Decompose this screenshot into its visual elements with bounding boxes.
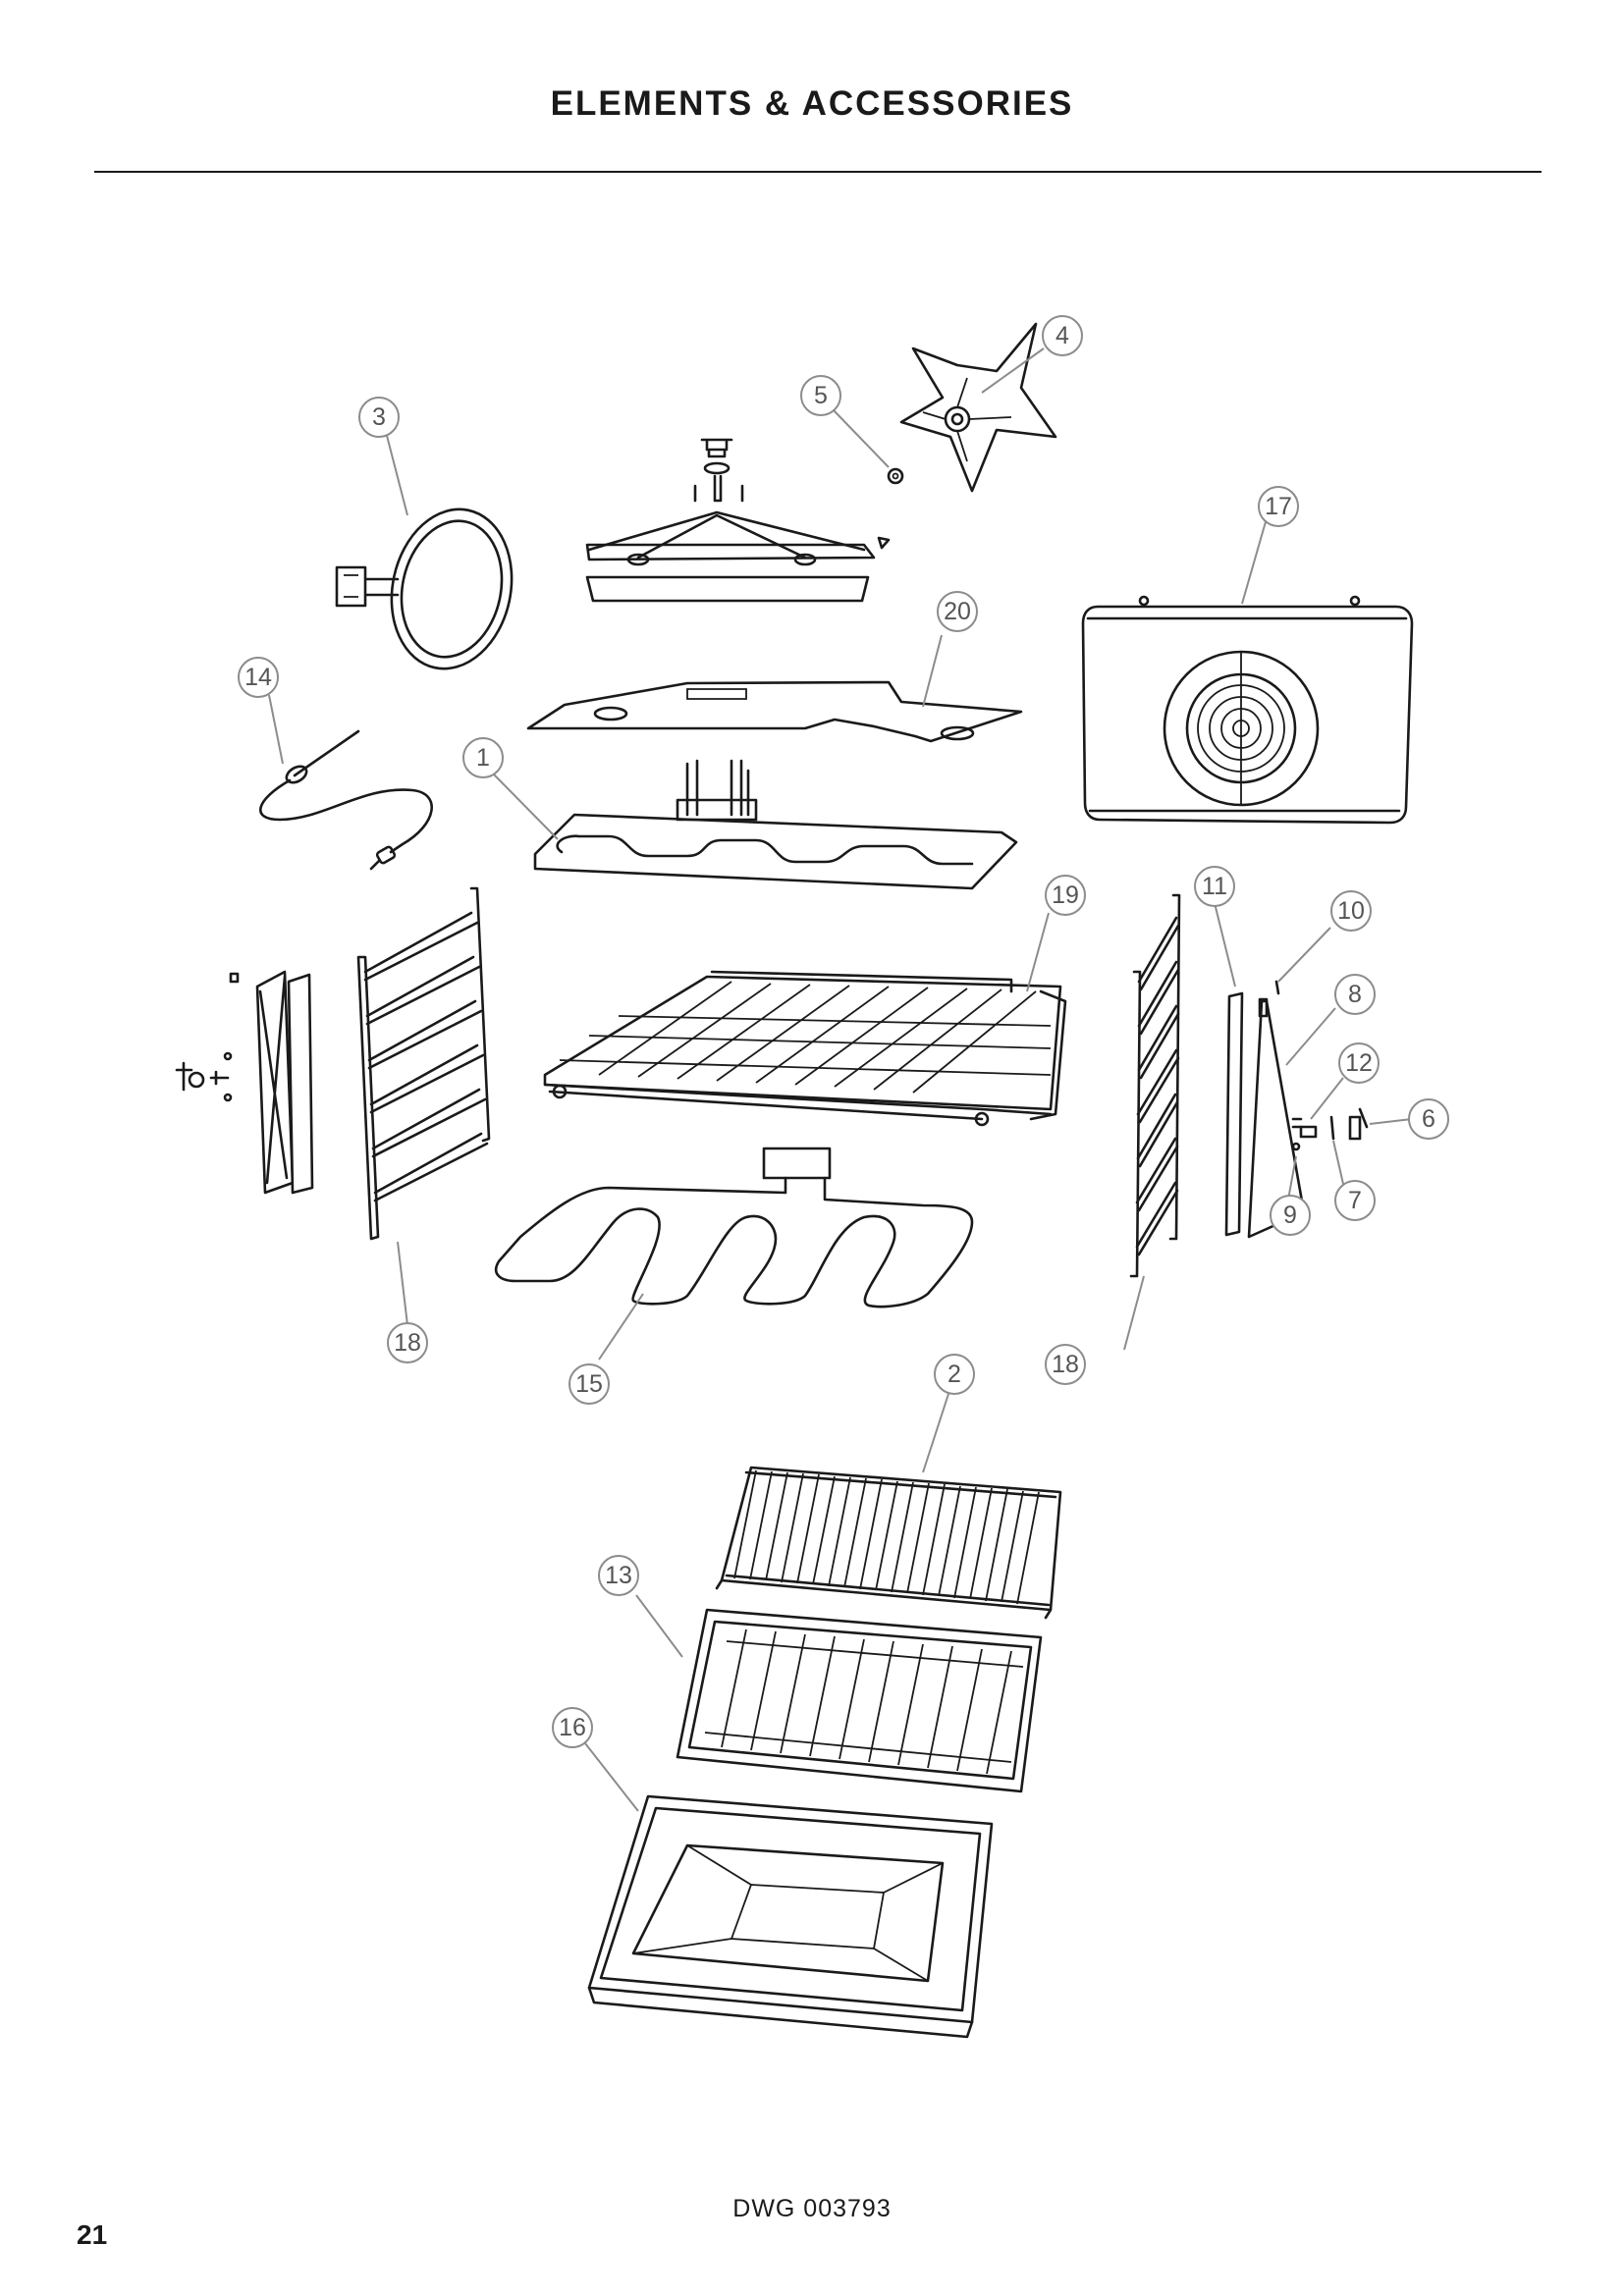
callout-18-right: 18	[1045, 1344, 1086, 1385]
svg-text:1: 1	[476, 744, 490, 772]
svg-text:19: 19	[1052, 881, 1079, 909]
callout-6: 6	[1408, 1098, 1449, 1140]
callout-18-left: 18	[387, 1322, 428, 1363]
svg-text:7: 7	[1348, 1187, 1362, 1214]
part-grill-element	[533, 759, 1018, 890]
callout-11: 11	[1194, 866, 1235, 907]
part-heat-shield	[526, 680, 1023, 743]
callout-1: 1	[462, 737, 504, 778]
title-divider	[94, 171, 1542, 173]
part-right-side-assembly	[1224, 980, 1369, 1239]
svg-text:9: 9	[1283, 1201, 1297, 1229]
callout-16: 16	[552, 1707, 593, 1748]
callout-8: 8	[1334, 974, 1376, 1015]
part-wire-rack	[715, 1466, 1062, 1620]
callout-17: 17	[1258, 486, 1299, 527]
part-insulation-board	[585, 575, 870, 603]
part-fan-blade	[899, 322, 1057, 493]
part-meat-probe	[259, 729, 433, 871]
svg-text:4: 4	[1056, 322, 1069, 349]
part-left-side-assembly	[175, 970, 314, 1195]
part-left-shelf-runner	[356, 886, 491, 1241]
callout-19: 19	[1045, 875, 1086, 916]
drawing-number: DWG 003793	[732, 2195, 892, 2222]
part-baking-dish	[587, 1794, 994, 2039]
svg-text:3: 3	[372, 403, 386, 431]
page-title: ELEMENTS & ACCESSORIES	[550, 84, 1074, 123]
callout-10: 10	[1330, 890, 1372, 932]
callout-20: 20	[937, 591, 978, 632]
svg-text:12: 12	[1345, 1049, 1373, 1077]
svg-text:10: 10	[1337, 897, 1365, 925]
callout-2: 2	[934, 1354, 975, 1395]
callout-7: 7	[1334, 1180, 1376, 1221]
svg-text:5: 5	[814, 382, 828, 409]
part-rear-panel	[1081, 595, 1414, 825]
callout-12: 12	[1338, 1042, 1380, 1084]
svg-text:14: 14	[244, 664, 272, 691]
part-grill-tray	[676, 1608, 1043, 1793]
svg-text:18: 18	[394, 1329, 421, 1357]
part-top-bracket	[585, 438, 891, 566]
svg-text:2: 2	[947, 1361, 961, 1388]
part-base-element	[494, 1147, 974, 1308]
page-number: 21	[77, 2219, 108, 2250]
part-telescopic-shelf	[543, 970, 1067, 1127]
svg-text:18: 18	[1052, 1351, 1079, 1378]
svg-text:17: 17	[1265, 493, 1292, 520]
svg-text:20: 20	[944, 598, 971, 625]
svg-text:11: 11	[1202, 873, 1227, 900]
callout-9: 9	[1270, 1195, 1311, 1236]
svg-text:8: 8	[1348, 981, 1362, 1008]
callout-5: 5	[800, 375, 841, 416]
svg-text:6: 6	[1422, 1105, 1435, 1133]
callout-4: 4	[1042, 315, 1083, 356]
callout-13: 13	[598, 1555, 639, 1596]
part-right-shelf-runner	[1129, 893, 1181, 1278]
part-circular-element	[335, 507, 514, 670]
svg-text:13: 13	[605, 1562, 632, 1589]
svg-text:15: 15	[575, 1370, 603, 1398]
svg-text:16: 16	[559, 1714, 586, 1741]
callout-3: 3	[358, 397, 400, 438]
callout-15: 15	[568, 1363, 610, 1405]
part-nut	[887, 467, 904, 485]
callout-14: 14	[238, 657, 279, 698]
